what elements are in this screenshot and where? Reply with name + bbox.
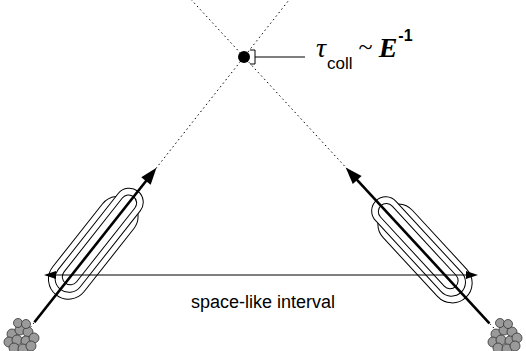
symbol-tau: τ [316,34,326,62]
subscript: coll [327,55,353,72]
energy-symbol: E [379,34,398,62]
bracket-leader [250,50,305,64]
interval-arrow [44,271,478,279]
right-nucleus [488,319,522,351]
collision-point [238,51,250,63]
trajectory-line [192,0,504,338]
left-nucleus [4,319,39,351]
left-jet [19,155,172,334]
tilde-sign: ~ [359,34,373,60]
right-jet [331,154,504,337]
interval-label: space-like interval [191,293,335,311]
superscript: -1 [398,28,412,44]
trajectory-line [22,0,289,338]
